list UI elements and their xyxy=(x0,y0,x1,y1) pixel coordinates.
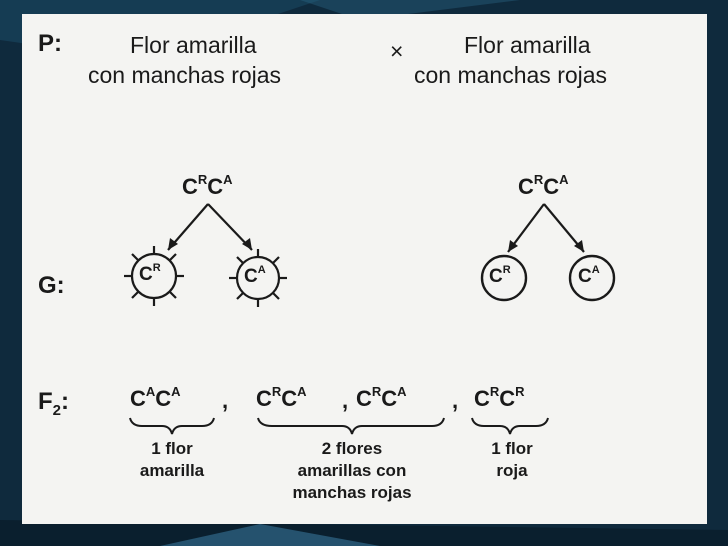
parent-left-line2: con manchas rojas xyxy=(88,62,282,88)
gamete-right-1: CR xyxy=(489,264,511,287)
label-g: G: xyxy=(38,272,65,299)
f2-phenotype-3: 1 flor roja xyxy=(491,439,533,480)
gamete-left-2: CA xyxy=(244,264,266,287)
f2-genotype-aa: CACA xyxy=(130,384,181,411)
genotype-left: CRCA xyxy=(182,172,233,199)
label-p: P: xyxy=(38,30,62,57)
parent-right-line1: Flor amarilla xyxy=(464,32,591,58)
f2-phenotype-2: 2 flores amarillas con manchas rojas xyxy=(292,439,412,502)
f2-phenotype-1: 1 flor amarilla xyxy=(139,439,205,480)
gamete-right-2: CA xyxy=(578,264,600,287)
parent-left-line1: Flor amarilla xyxy=(130,32,257,58)
f2-separator-1: , xyxy=(222,388,229,413)
f2-genotype-ra-1: CRCA xyxy=(256,384,307,411)
parent-right-line2: con manchas rojas xyxy=(414,62,608,88)
f2-separator-3: , xyxy=(452,388,459,413)
f2-genotype-rr: CRCR xyxy=(474,384,525,411)
genotype-right: CRCA xyxy=(518,172,569,199)
gamete-left-1: CR xyxy=(139,262,161,285)
diagram-panel: P: G: F2: Flor amarilla con manchas roja… xyxy=(22,14,707,524)
f2-genotype-ra-2: CRCA xyxy=(356,384,407,411)
label-f2: F2: xyxy=(38,388,70,419)
diagram-drawing xyxy=(124,203,616,435)
f2-separator-2: , xyxy=(342,388,349,413)
cross-symbol: × xyxy=(390,38,404,64)
